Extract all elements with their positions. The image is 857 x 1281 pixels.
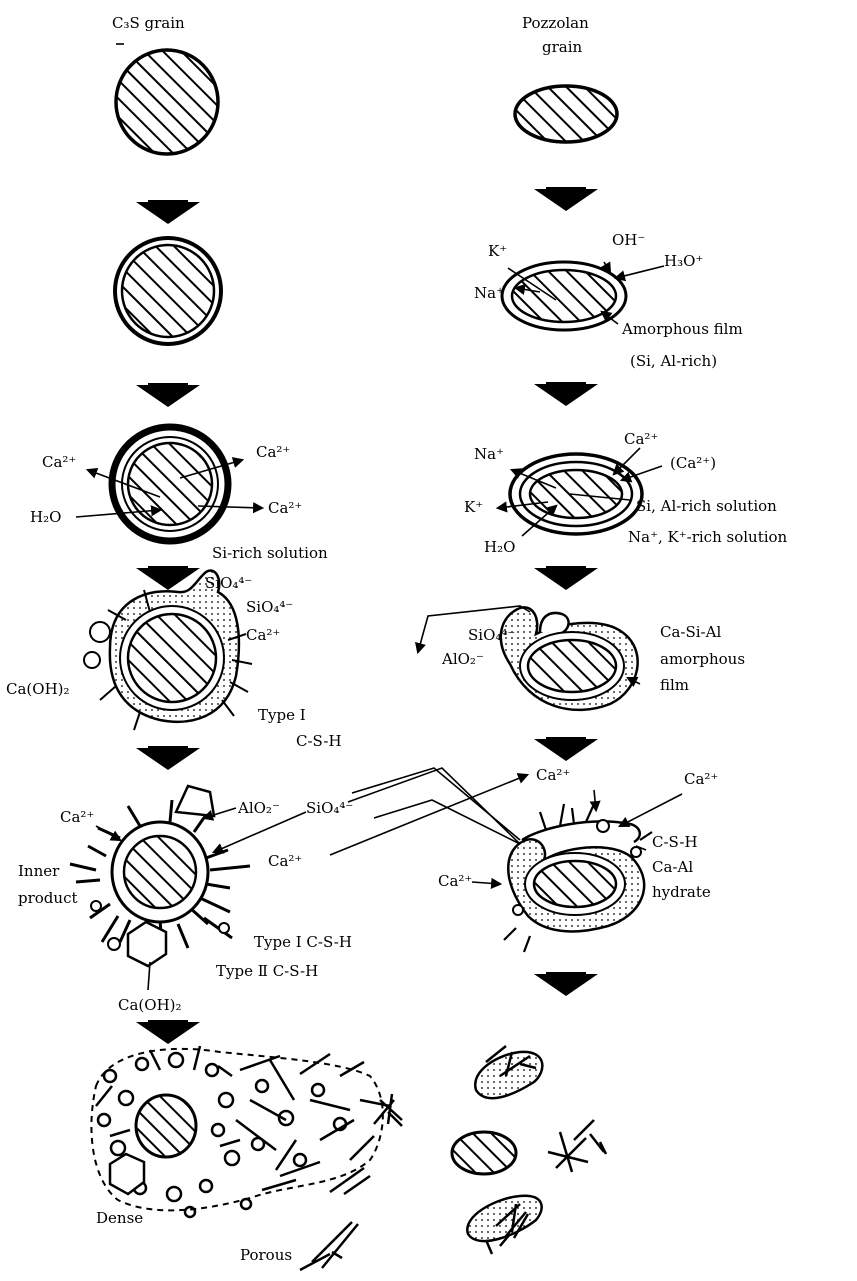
pozzolan-grain-initial (515, 86, 617, 142)
type1-l4: Type Ⅰ (258, 706, 306, 724)
ca-si-al-film-2: amorphous (660, 650, 745, 668)
ca-ion-l3c: Ca²⁺ (268, 499, 302, 517)
block-arrow-left-2 (136, 383, 200, 407)
k-ion-r3: K⁺ (464, 498, 483, 516)
ca-ion-r5-left: Ca²⁺ (438, 872, 472, 890)
csh-l4: C-S-H (296, 732, 342, 750)
porous-label: Porous (240, 1246, 292, 1264)
water-r3: H₂O (484, 538, 515, 556)
block-arrow-right-4 (534, 737, 598, 761)
ca-ion-r3: Ca²⁺ (624, 430, 658, 448)
inner-product-1: Inner (18, 862, 60, 880)
ca-si-al-film-3: film (660, 676, 689, 694)
sio4-l5: SiO₄⁴⁻ (306, 799, 353, 817)
pozzolan-grain-step5 (472, 790, 682, 952)
type1-csh-l5: Type Ⅰ C-S-H (254, 933, 352, 951)
ca-si-al-film-1: Ca-Si-Al (660, 623, 721, 641)
c3s-final-microstructure (91, 1046, 402, 1270)
type2-csh-l5: Type Ⅱ C-S-H (216, 962, 318, 980)
si-rich-solution: Si-rich solution (212, 544, 328, 562)
ca-ion-l5-mid: Ca²⁺ (268, 852, 302, 870)
sio4-l4a: SiO₄⁴⁻ (205, 574, 252, 592)
c3s-grain-step3 (76, 427, 262, 541)
ca-ion-l4: Ca²⁺ (246, 626, 280, 644)
na-ion-r2: Na⁺ (474, 284, 504, 302)
ca-ion-r5-top: Ca²⁺ (536, 766, 570, 784)
c3s-title: C₃S grain (112, 14, 185, 32)
caoh-l5: Ca(OH)₂ (118, 996, 182, 1014)
block-arrow-left-5 (136, 1020, 200, 1044)
ca-al-hydrate-2: hydrate (652, 883, 711, 901)
ca-ion-l3b: Ca²⁺ (256, 443, 290, 461)
c3s-grain-step2 (115, 238, 221, 344)
na-ion-r3: Na⁺ (474, 445, 504, 463)
c3s-grain-step4 (84, 571, 252, 730)
block-arrow-right-3 (534, 566, 598, 590)
h3o-ion-r2: H₃O⁺ (664, 252, 703, 270)
pozzolan-title-2: grain (542, 38, 583, 56)
c3s-grain-initial (116, 44, 218, 154)
pozzolan-title-1: Pozzolan (522, 14, 589, 32)
pozzolan-final-microstructure (452, 1046, 606, 1254)
na-k-solution: Na⁺, K⁺-rich solution (628, 528, 788, 546)
ca-al-hydrate-1: Ca-Al (652, 858, 693, 876)
block-arrow-left-4 (136, 746, 200, 770)
block-arrow-right-2 (534, 382, 598, 406)
inner-product-2: product (18, 889, 78, 907)
csh-r5: C-S-H (652, 833, 698, 851)
amorphous-film-1: Amorphous film (621, 320, 743, 338)
k-ion-r2: K⁺ (488, 242, 507, 260)
ca-ion-l3a: Ca²⁺ (42, 453, 76, 471)
dense-label: Dense (96, 1209, 143, 1227)
si-al-solution: Si, Al-rich solution (636, 497, 777, 515)
water-l3: H₂O (30, 508, 61, 526)
ca-paren-r3: (Ca²⁺) (670, 454, 716, 472)
cross-arrows (330, 768, 527, 855)
block-arrow-left-1 (136, 200, 200, 224)
pozzolan-grain-step3 (498, 448, 662, 536)
ca-ion-l5: Ca²⁺ (60, 808, 94, 826)
alo2-r4: AlO₂⁻ (441, 650, 484, 668)
alo2-l5: AlO₂⁻ (237, 799, 280, 817)
amorphous-film-2: (Si, Al-rich) (630, 352, 717, 370)
sio4-r4: SiO₄⁴⁻ (468, 626, 515, 644)
block-arrow-left-3 (136, 566, 200, 590)
caoh-l4: Ca(OH)₂ (6, 680, 70, 698)
sio4-l4b: SiO₄⁴⁻ (246, 598, 293, 616)
block-arrow-right-1 (534, 187, 598, 211)
ca-ion-r5-right: Ca²⁺ (684, 770, 718, 788)
block-arrow-right-5 (534, 972, 598, 996)
oh-ion-r2: OH⁻ (612, 231, 645, 249)
